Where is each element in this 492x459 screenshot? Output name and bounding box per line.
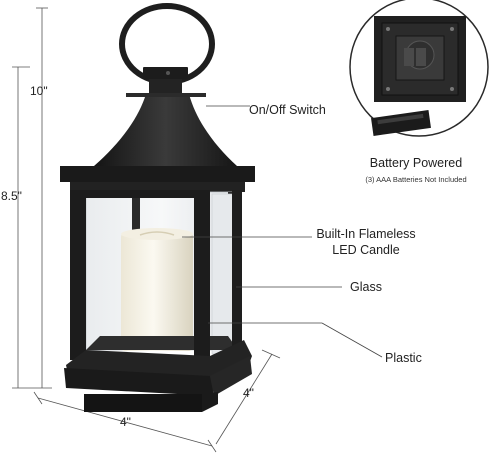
candle-label-line1: Built-In Flameless (316, 227, 416, 241)
body-height-label: 8.5" (1, 189, 22, 203)
battery-note-label: (3) AAA Batteries Not Included (365, 175, 467, 184)
lantern-chimney (143, 67, 188, 94)
callout-leaders (182, 105, 383, 358)
glass-label: Glass (350, 280, 382, 294)
lantern-base (64, 340, 252, 412)
battery-powered-label: Battery Powered (369, 156, 463, 170)
base-dimension-lines (33, 349, 281, 453)
height-dimension-lines (12, 7, 52, 389)
width-label: 4" (120, 415, 131, 429)
on-off-switch-label: On/Off Switch (249, 103, 326, 117)
plastic-label: Plastic (385, 351, 422, 365)
lantern-roof (60, 93, 255, 192)
total-height-label: 10" (30, 84, 48, 98)
depth-label: 4" (243, 386, 254, 400)
candle-label-line2: LED Candle (332, 243, 400, 257)
lantern-body (70, 190, 242, 368)
battery-inset (349, 0, 489, 137)
led-candle (121, 228, 193, 351)
